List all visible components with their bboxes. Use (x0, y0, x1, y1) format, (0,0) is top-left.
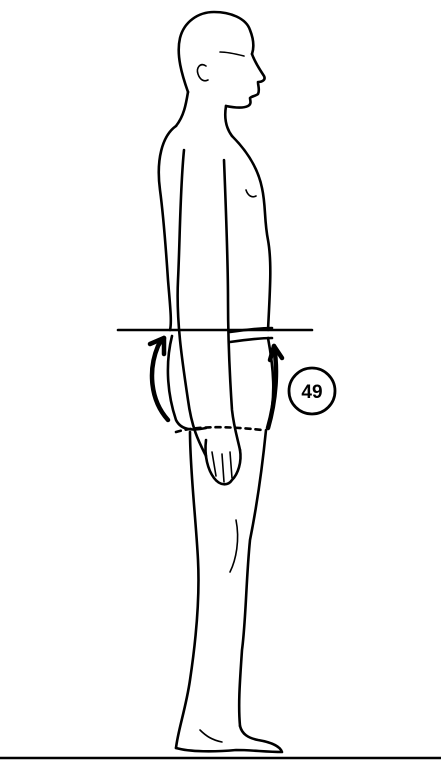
callout-number: 49 (301, 382, 322, 403)
standing-man-side-view-icon (159, 12, 282, 752)
callout-49: 49 (289, 368, 335, 414)
dashed-crotch-line (176, 427, 262, 432)
